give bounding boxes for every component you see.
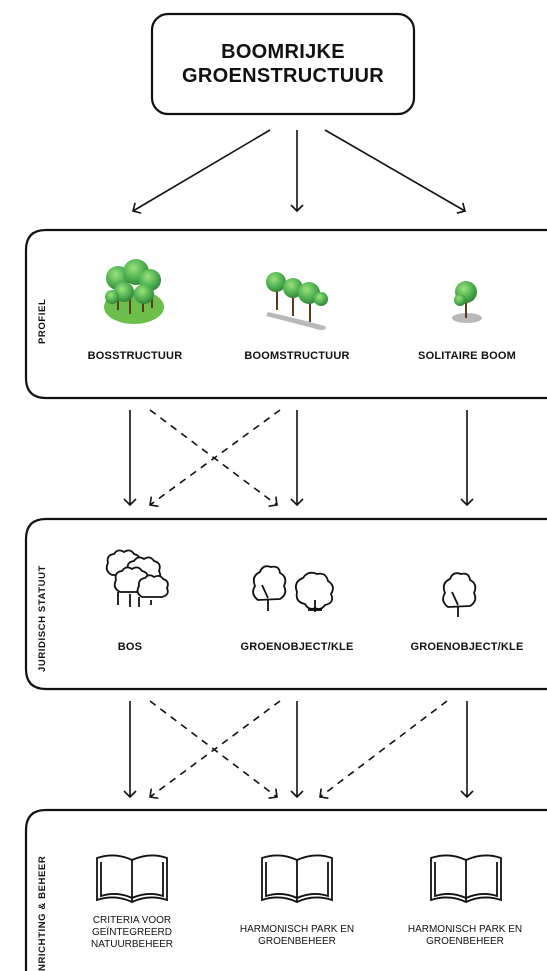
inrichting-item-criteria-line-3: NATUURBEHEER: [90, 939, 174, 950]
outline-forest-icon: [105, 549, 169, 607]
outline-tree-icon: [442, 572, 477, 617]
book-icon: [430, 854, 502, 903]
profiel-item-solitaire-boom: SOLITAIRE BOOM: [418, 350, 516, 362]
inrichting-item-harmonisch-1: HARMONISCH PARK EN GROENBEHEER: [214, 924, 380, 948]
inrichting-item-harmonisch-1-line-2: GROENBEHEER: [258, 936, 336, 947]
inrichting-item-criteria-line-1: CRITERIA VOOR: [92, 915, 172, 926]
title-box: [150, 12, 416, 116]
profiel-item-bosstructuur: BOSSTRUCTUUR: [87, 350, 183, 362]
book-icon: [96, 854, 168, 903]
section-label-inrichting: NRICHTING & BEHEER: [37, 855, 48, 971]
forest-icon: [104, 259, 164, 324]
inrichting-item-harmonisch-1-line-1: HARMONISCH PARK EN: [239, 924, 355, 935]
title-arrows: [132, 129, 466, 214]
arrows-level-2: [123, 409, 474, 508]
inrichting-item-harmonisch-2: HARMONISCH PARK EN GROENBEHEER: [383, 924, 547, 948]
juridisch-item-groenobject-1: GROENOBJECT/KLE: [240, 641, 354, 653]
book-icon: [261, 854, 333, 903]
inrichting-item-criteria-line-2: GEÏNTEGREERD: [91, 927, 172, 938]
page-title: BOOMRIJKE GROENSTRUCTUUR: [152, 14, 414, 114]
outline-trees-icon: [252, 565, 334, 612]
inrichting-item-harmonisch-2-line-1: HARMONISCH PARK EN: [407, 924, 523, 935]
tree-row-icon: [266, 272, 328, 330]
title-line-1: BOOMRIJKE: [221, 41, 345, 63]
title-line-2: GROENSTRUCTUUR: [182, 65, 384, 87]
section-label-juridisch: JURIDISCH STATUUT: [37, 565, 48, 672]
single-tree-icon: [452, 281, 482, 323]
section-label-profiel: PROFIEL: [37, 298, 48, 344]
profiel-item-boomstructuur: BOOMSTRUCTUUR: [244, 350, 350, 362]
inrichting-item-harmonisch-2-line-2: GROENBEHEER: [426, 936, 504, 947]
inrichting-item-criteria: CRITERIA VOOR GEÏNTEGREERD NATUURBEHEER: [70, 915, 194, 951]
arrows-level-3: [123, 700, 474, 800]
juridisch-item-bos: BOS: [117, 641, 143, 653]
juridisch-item-groenobject-2: GROENOBJECT/KLE: [410, 641, 524, 653]
